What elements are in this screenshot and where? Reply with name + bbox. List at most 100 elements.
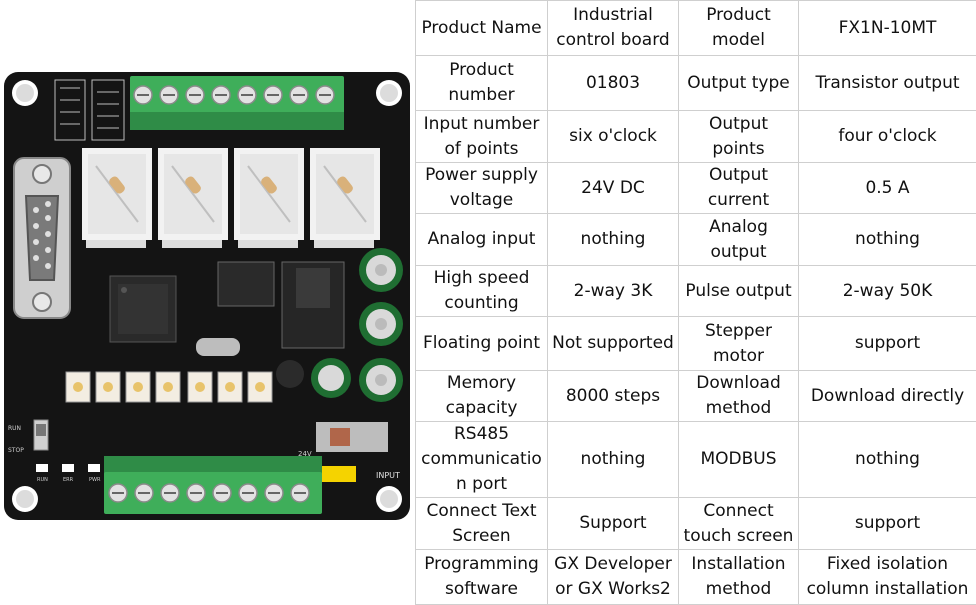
spec-value-cell: nothing: [799, 214, 976, 266]
microcontroller-chip-icon: [110, 276, 176, 342]
terminal-screw-icon: [291, 484, 309, 502]
spec-value-cell: support: [799, 317, 976, 371]
spec-value-cell: 2-way 50K: [799, 266, 976, 317]
optocoupler-icon: [126, 372, 150, 402]
output-channel-icon: [82, 148, 152, 248]
spec-label-cell: Installation method: [679, 550, 799, 605]
plc-board-image: RUN STOP RUN ERR PWR 24V INPUT: [0, 0, 415, 599]
spec-label-cell: Pulse output: [679, 266, 799, 317]
output-channel-icon: [310, 148, 380, 248]
spec-label-cell: High speed counting: [416, 266, 548, 317]
output-channel-icon: [158, 148, 228, 248]
spec-value-cell: Not supported: [548, 317, 679, 371]
terminal-screw-icon: [212, 86, 230, 104]
run-led-label: RUN: [37, 477, 48, 483]
output-channel-icon: [234, 148, 304, 248]
optocoupler-icon: [156, 372, 180, 402]
optocoupler-icon: [188, 372, 212, 402]
copper-coil-icon: [316, 422, 388, 452]
optocoupler-row: [66, 372, 272, 402]
terminal-screw-icon: [316, 86, 334, 104]
optocoupler-icon: [66, 372, 90, 402]
terminal-screw-icon: [213, 484, 231, 502]
spec-value-cell: 24V DC: [548, 163, 679, 214]
optocoupler-icon: [96, 372, 120, 402]
spec-label-cell: Memory capacity: [416, 371, 548, 422]
spec-label-cell: Output current: [679, 163, 799, 214]
spec-value-cell: 8000 steps: [548, 371, 679, 422]
spec-label-cell: Output points: [679, 111, 799, 163]
terminal-screw-icon: [239, 484, 257, 502]
bottom-terminal-block-icon: [104, 456, 322, 514]
spec-value-cell: FX1N-10MT: [799, 1, 976, 56]
terminal-screw-icon: [161, 484, 179, 502]
spec-label-cell: Analog input: [416, 214, 548, 266]
terminal-screw-icon: [265, 484, 283, 502]
terminal-screw-icon: [238, 86, 256, 104]
spec-label-cell: MODBUS: [679, 422, 799, 498]
spec-value-cell: Download directly: [799, 371, 976, 422]
fuse-icon: [322, 466, 356, 482]
run-stop-switch-icon: [34, 420, 48, 450]
spec-value-cell: nothing: [799, 422, 976, 498]
top-terminal-block-icon: [130, 76, 344, 130]
spec-value-cell: Support: [548, 498, 679, 550]
spec-value-cell: nothing: [548, 422, 679, 498]
terminal-screw-icon: [264, 86, 282, 104]
terminal-screw-icon: [134, 86, 152, 104]
optocoupler-icon: [218, 372, 242, 402]
spec-value-cell: 0.5 A: [799, 163, 976, 214]
terminal-screw-icon: [109, 484, 127, 502]
spec-label-cell: Stepper motor: [679, 317, 799, 371]
spec-label-cell: Programming software: [416, 550, 548, 605]
spec-label-cell: Connect touch screen: [679, 498, 799, 550]
spec-value-cell: nothing: [548, 214, 679, 266]
optocoupler-icon: [248, 372, 272, 402]
spec-label-cell: Floating point: [416, 317, 548, 371]
run-label: RUN: [8, 425, 21, 432]
spec-label-cell: RS485 communication port: [416, 422, 548, 498]
err-led-label: ERR: [63, 477, 74, 483]
spec-label-cell: Analog output: [679, 214, 799, 266]
spec-value-cell: support: [799, 498, 976, 550]
spec-label-cell: Output type: [679, 56, 799, 111]
spec-value-cell: Industrial control board: [548, 1, 679, 56]
pwr-led-label: PWR: [89, 477, 101, 483]
stop-label: STOP: [8, 447, 24, 454]
terminal-screw-icon: [186, 86, 204, 104]
spec-label-cell: Product model: [679, 1, 799, 56]
spec-label-cell: Power supply voltage: [416, 163, 548, 214]
spec-value-cell: Fixed isolation column installation: [799, 550, 976, 605]
spec-label-cell: Connect Text Screen: [416, 498, 548, 550]
spec-value-cell: six o'clock: [548, 111, 679, 163]
terminal-screw-icon: [135, 484, 153, 502]
spec-label-cell: Download method: [679, 371, 799, 422]
spec-value-cell: 01803: [548, 56, 679, 111]
terminal-screw-icon: [187, 484, 205, 502]
spec-label-cell: Input number of points: [416, 111, 548, 163]
spec-value-cell: GX Developer or GX Works2: [548, 550, 679, 605]
status-led-icon: [36, 464, 100, 472]
spec-value-cell: four o'clock: [799, 111, 976, 163]
spec-value-cell: 2-way 3K: [548, 266, 679, 317]
terminal-screw-icon: [290, 86, 308, 104]
terminal-screw-icon: [160, 86, 178, 104]
spec-value-cell: Transistor output: [799, 56, 976, 111]
db9-serial-port-icon: [14, 158, 70, 318]
input-label: INPUT: [376, 471, 400, 480]
spec-label-cell: Product number: [416, 56, 548, 111]
product-photo: RUN STOP RUN ERR PWR 24V INPUT: [0, 0, 415, 599]
spec-label-cell: Product Name: [416, 1, 548, 56]
